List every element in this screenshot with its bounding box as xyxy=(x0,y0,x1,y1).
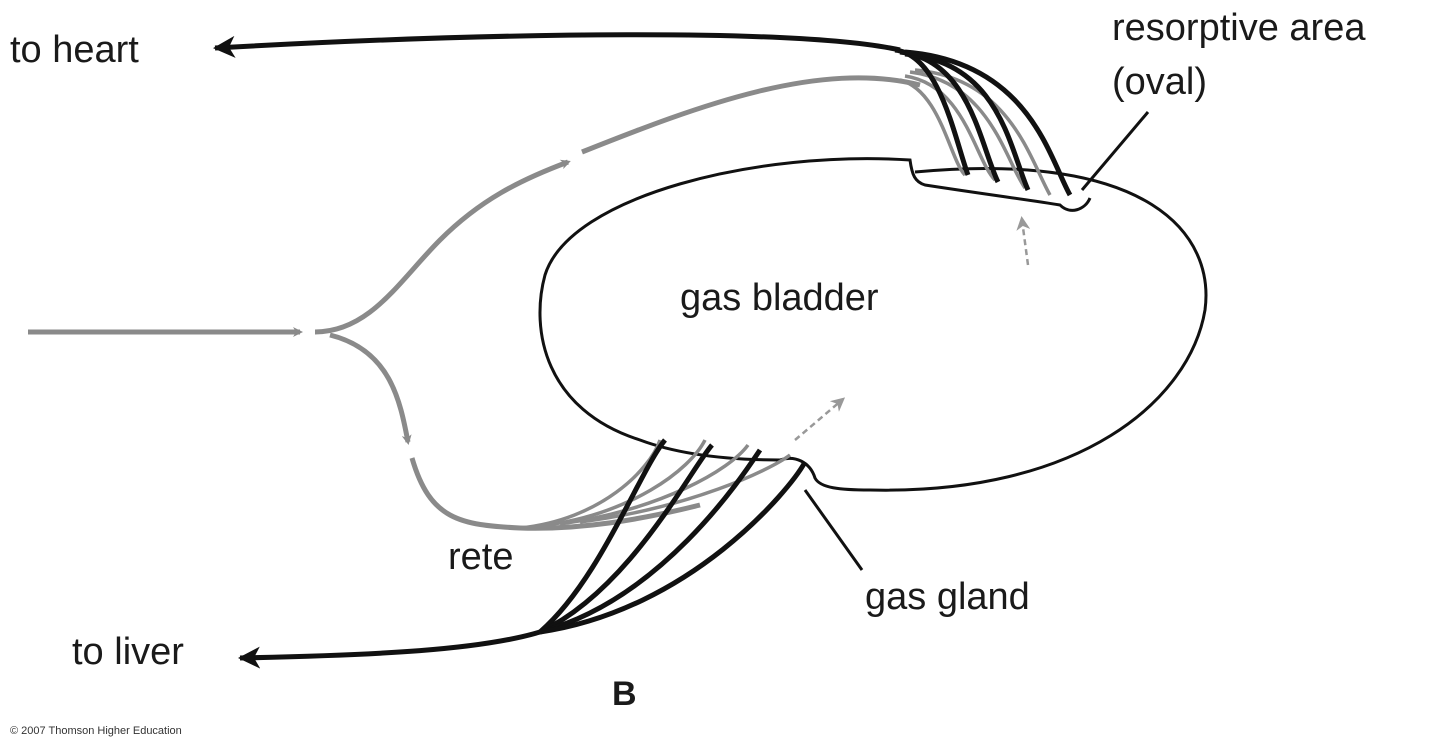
vein-to-heart xyxy=(213,32,901,58)
panel-label: B xyxy=(612,675,637,713)
artery-branch-upper xyxy=(314,159,571,335)
artery-upper-to-oval xyxy=(581,75,921,155)
label-gas-gland: gas gland xyxy=(865,576,1030,618)
resorptive-leader xyxy=(1080,111,1150,191)
rete-venous-loops xyxy=(538,438,808,635)
artery-lower-to-rete xyxy=(409,457,701,531)
gas-gland-leader xyxy=(803,489,864,571)
label-gas-bladder: gas bladder xyxy=(680,277,879,319)
label-resorptive-oval: (oval) xyxy=(1112,61,1208,103)
gas-bladder-outline xyxy=(538,157,1208,492)
label-rete: rete xyxy=(448,536,514,578)
oval-arterial-loops xyxy=(899,68,1052,196)
vein-to-liver xyxy=(238,629,541,669)
label-resorptive-area: resorptive area xyxy=(1112,7,1366,49)
gas-flow-arrow-into-bladder xyxy=(794,397,846,441)
label-to-liver: to liver xyxy=(72,631,184,673)
label-to-heart: to heart xyxy=(10,29,139,71)
gas-flow-arrow-to-oval xyxy=(1016,216,1031,266)
artery-branch-lower xyxy=(329,332,412,445)
oval-venous-loops xyxy=(894,47,1073,197)
copyright-notice: © 2007 Thomson Higher Education xyxy=(10,725,182,737)
